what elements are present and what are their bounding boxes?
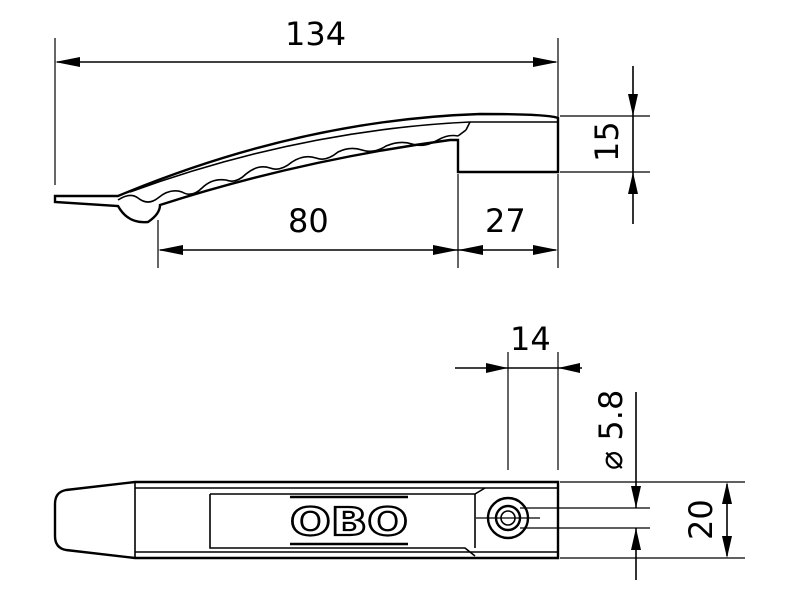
obo-logo: OBO xyxy=(289,495,409,546)
arrow-80-right xyxy=(433,245,458,255)
dim-dia-label: ⌀ 5.8 xyxy=(592,390,630,470)
dim-27-label: 27 xyxy=(485,202,526,240)
arrow-14-right xyxy=(558,363,580,373)
arrow-80-left xyxy=(158,245,183,255)
hook-inner-top xyxy=(465,121,471,131)
dim-80-label: 80 xyxy=(288,202,329,240)
dim-134-label: 134 xyxy=(285,15,346,53)
top-surface-line xyxy=(129,121,558,193)
arrow-27-right xyxy=(533,245,558,255)
side-view: 134 15 80 27 xyxy=(53,15,650,268)
hook-inner-left xyxy=(457,129,467,137)
arrow-20-bottom xyxy=(722,536,732,558)
arrow-27-left xyxy=(458,245,483,255)
arrow-dia-bottom xyxy=(631,528,641,550)
serrated-edge xyxy=(117,134,459,203)
logo-text: OBO xyxy=(290,500,408,544)
arrow-20-top xyxy=(722,482,732,504)
arrow-134-right xyxy=(533,57,558,67)
dim-14-label: 14 xyxy=(510,320,551,358)
arrow-dia-top xyxy=(631,486,641,508)
arrow-15-top xyxy=(628,94,638,116)
arrow-15-bottom xyxy=(628,172,638,194)
top-view-outline xyxy=(53,480,560,560)
dim-20-label: 20 xyxy=(682,499,720,540)
arrow-14-left xyxy=(486,363,508,373)
dim-15-label: 15 xyxy=(588,121,626,162)
top-view: OBO 14 ⌀ 5.8 20 xyxy=(53,320,745,580)
arrow-134-left xyxy=(55,57,80,67)
